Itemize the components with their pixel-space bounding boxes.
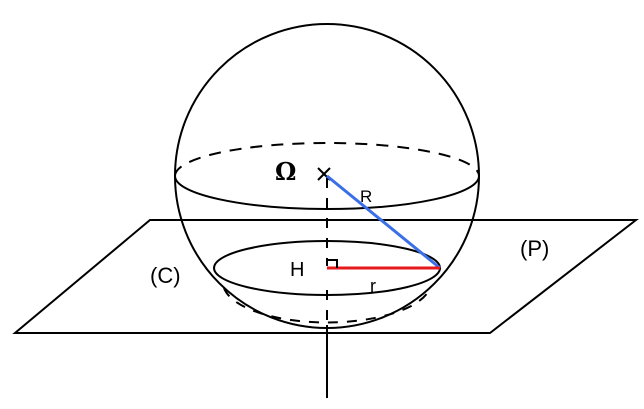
circle-c-front [213,267,441,296]
circle-c-back [213,240,441,269]
big-radius-label: R [360,187,372,206]
equator-front [174,175,480,210]
equator-back [174,142,480,177]
circle-label: (C) [150,263,181,288]
center-mark-b [317,167,331,181]
foot-label: H [290,259,304,281]
radius-big-line [326,174,441,270]
sphere-lower-hidden [223,287,431,324]
plane-p [12,219,639,334]
small-radius-label: r [370,276,376,296]
center-label: Ω [275,157,296,186]
right-angle-mark [327,259,338,268]
plane-label: (P) [520,236,549,261]
